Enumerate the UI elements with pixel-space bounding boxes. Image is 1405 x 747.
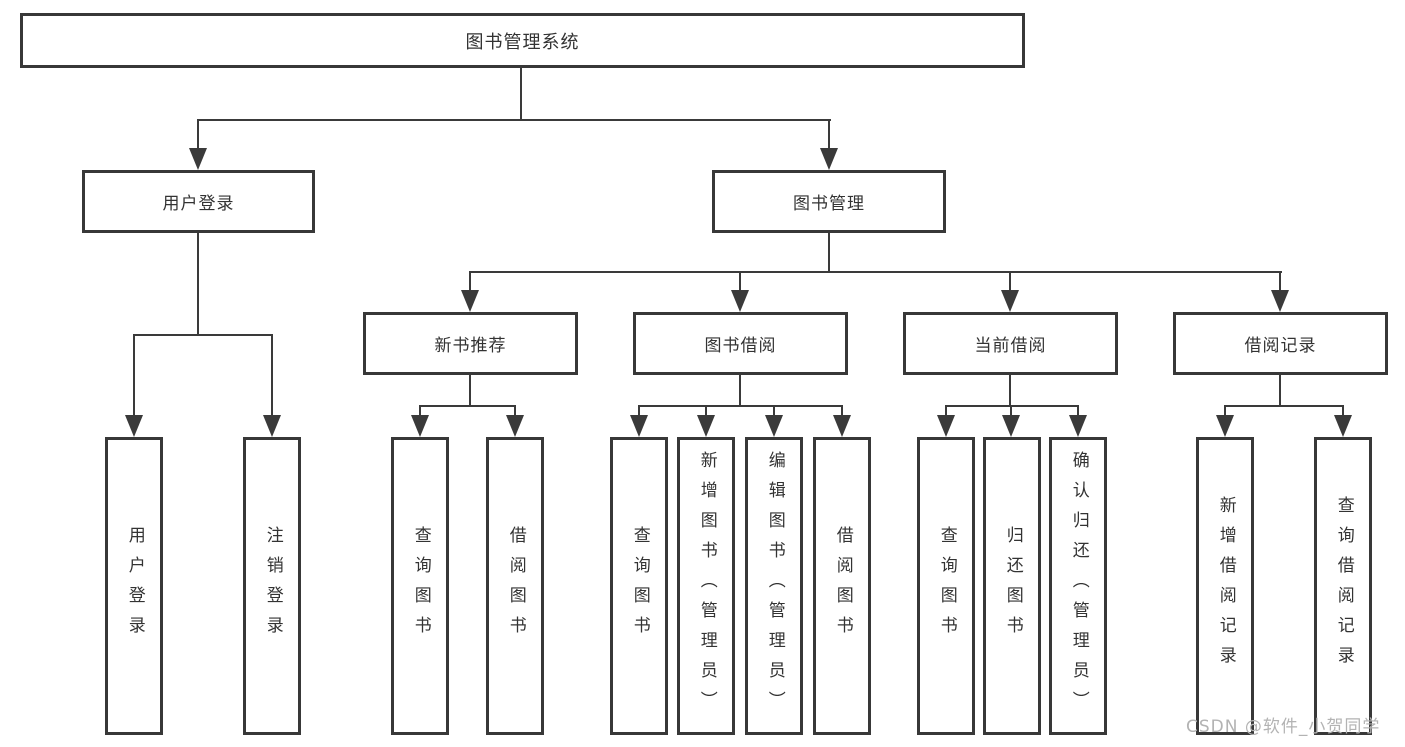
connector-line	[638, 405, 843, 407]
node-user-login: 用户登录	[82, 170, 315, 233]
connector-line	[773, 405, 775, 417]
connector-line	[197, 233, 199, 336]
leaf-query-books-recommend: 查询图书	[391, 437, 449, 735]
node-label: 当前借阅	[974, 336, 1047, 356]
arrow-down-icon	[1216, 415, 1234, 437]
node-book-management: 图书管理	[712, 170, 946, 233]
arrow-down-icon	[1334, 415, 1352, 437]
arrow-down-icon	[1271, 290, 1289, 312]
connector-line	[1009, 271, 1011, 291]
arrow-down-icon	[189, 148, 207, 170]
connector-line	[133, 334, 273, 336]
connector-line	[1279, 271, 1281, 291]
node-library-system: 图书管理系统	[20, 13, 1025, 68]
leaf-label: 用户登录	[124, 526, 145, 646]
connector-line	[1224, 405, 1226, 417]
node-current-borrow: 当前借阅	[903, 312, 1118, 375]
connector-line	[1224, 405, 1344, 407]
leaf-confirm-return-admin: 确认归还（管理员）	[1049, 437, 1107, 735]
connector-line	[638, 405, 640, 417]
leaf-query-books-borrow: 查询图书	[610, 437, 668, 735]
connector-line	[945, 405, 1079, 407]
connector-line	[828, 233, 830, 273]
leaf-borrow-books-recommend: 借阅图书	[486, 437, 544, 735]
connector-line	[1010, 405, 1012, 417]
arrow-down-icon	[937, 415, 955, 437]
connector-line	[945, 405, 947, 417]
arrow-down-icon	[461, 290, 479, 312]
node-book-borrow: 图书借阅	[633, 312, 848, 375]
watermark: CSDN @软件_小贺同学	[1186, 717, 1381, 737]
node-new-book-recommend: 新书推荐	[363, 312, 578, 375]
leaf-edit-book-admin: 编辑图书（管理员）	[745, 437, 803, 735]
leaf-label: 查询图书	[410, 526, 431, 646]
connector-line	[705, 405, 707, 417]
leaf-add-book-admin: 新增图书（管理员）	[677, 437, 735, 735]
arrow-down-icon	[833, 415, 851, 437]
connector-line	[469, 271, 1282, 273]
arrow-down-icon	[263, 415, 281, 437]
connector-line	[419, 405, 421, 417]
connector-line	[419, 405, 516, 407]
leaf-label: 新增借阅记录	[1215, 496, 1236, 676]
connector-line	[739, 375, 741, 407]
connector-line	[520, 68, 522, 120]
arrow-down-icon	[125, 415, 143, 437]
connector-line	[841, 405, 843, 417]
arrow-down-icon	[630, 415, 648, 437]
node-label: 图书管理系统	[465, 31, 580, 53]
leaf-user-login: 用户登录	[105, 437, 163, 735]
connector-line	[197, 119, 831, 121]
arrow-down-icon	[697, 415, 715, 437]
connector-line	[1009, 375, 1011, 407]
leaf-query-borrow-record: 查询借阅记录	[1314, 437, 1372, 735]
connector-line	[739, 271, 741, 291]
leaf-label: 查询图书	[629, 526, 650, 646]
arrow-down-icon	[1002, 415, 1020, 437]
connector-line	[197, 119, 199, 149]
leaf-label: 借阅图书	[505, 526, 526, 646]
leaf-label: 查询图书	[936, 526, 957, 646]
arrow-down-icon	[411, 415, 429, 437]
leaf-label: 新增图书（管理员）	[696, 451, 717, 721]
node-label: 新书推荐	[434, 336, 507, 356]
arrow-down-icon	[506, 415, 524, 437]
leaf-add-borrow-record: 新增借阅记录	[1196, 437, 1254, 735]
connector-line	[514, 405, 516, 417]
connector-line	[1077, 405, 1079, 417]
node-label: 用户登录	[162, 194, 235, 214]
leaf-query-books-current: 查询图书	[917, 437, 975, 735]
connector-line	[469, 271, 471, 291]
arrow-down-icon	[731, 290, 749, 312]
arrow-down-icon	[1001, 290, 1019, 312]
leaf-label: 借阅图书	[832, 526, 853, 646]
node-label: 借阅记录	[1244, 336, 1317, 356]
connector-line	[133, 334, 135, 416]
connector-line	[469, 375, 471, 407]
leaf-return-book: 归还图书	[983, 437, 1041, 735]
leaf-label: 查询借阅记录	[1333, 496, 1354, 676]
connector-line	[1342, 405, 1344, 417]
connector-line	[1279, 375, 1281, 407]
arrow-down-icon	[765, 415, 783, 437]
leaf-borrow-books: 借阅图书	[813, 437, 871, 735]
arrow-down-icon	[820, 148, 838, 170]
leaf-label: 确认归还（管理员）	[1068, 451, 1089, 721]
node-borrow-records: 借阅记录	[1173, 312, 1388, 375]
arrow-down-icon	[1069, 415, 1087, 437]
leaf-logout: 注销登录	[243, 437, 301, 735]
leaf-label: 归还图书	[1002, 526, 1023, 646]
node-label: 图书借阅	[704, 336, 777, 356]
leaf-label: 编辑图书（管理员）	[764, 451, 785, 721]
connector-line	[828, 119, 830, 149]
node-label: 图书管理	[793, 194, 865, 214]
leaf-label: 注销登录	[262, 526, 283, 646]
connector-line	[271, 334, 273, 416]
